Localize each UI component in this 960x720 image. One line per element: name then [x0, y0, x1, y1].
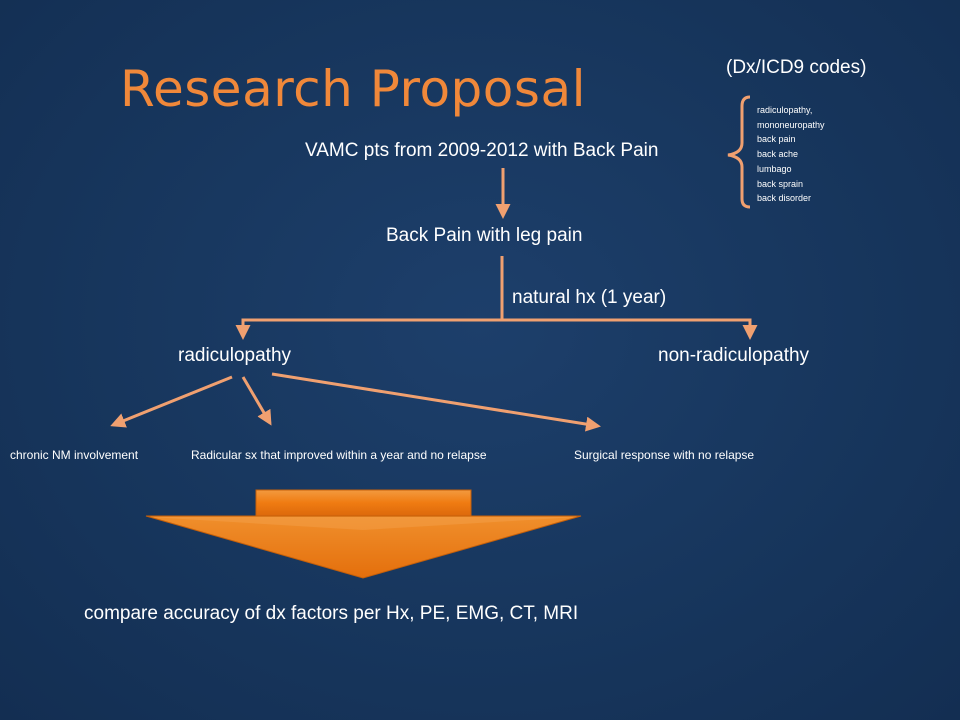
list-item: mononeuropathy — [757, 119, 825, 130]
node-back-pain-leg-pain: Back Pain with leg pain — [386, 225, 583, 246]
arrow-to-non-radiculopathy — [502, 318, 758, 340]
node-radiculopathy: radiculopathy — [178, 345, 292, 366]
codes-brace — [727, 95, 751, 209]
arrow-to-radicular-sx — [241, 376, 272, 426]
icd9-codes-heading: (Dx/ICD9 codes) — [726, 57, 867, 78]
arrow-to-surgical — [271, 372, 601, 432]
node-surgical-response: Surgical response with no relapse — [574, 448, 755, 462]
list-item: back ache — [757, 149, 799, 160]
list-item: back pain — [757, 134, 796, 145]
node-compare-accuracy: compare accuracy of dx factors per Hx, P… — [84, 603, 579, 624]
node-vamc-patients: VAMC pts from 2009-2012 with Back Pain — [305, 140, 659, 161]
list-item: back disorder — [757, 193, 812, 204]
icd9-codes-list: radiculopathy, mononeuropathy back pain … — [757, 103, 825, 206]
list-item: lumbago — [757, 163, 792, 174]
list-item: back sprain — [757, 178, 804, 189]
node-non-radiculopathy: non-radiculopathy — [658, 345, 810, 366]
node-radicular-sx: Radicular sx that improved within a year… — [191, 448, 487, 462]
page-title: Research Proposal — [120, 60, 586, 118]
arrow-to-radiculopathy — [235, 318, 502, 340]
big-down-arrow — [145, 489, 582, 579]
node-chronic-nm: chronic NM involvement — [10, 448, 139, 462]
label-natural-history: natural hx (1 year) — [512, 287, 667, 308]
list-item: radiculopathy, — [757, 105, 813, 115]
arrow-to-chronic — [110, 375, 233, 428]
